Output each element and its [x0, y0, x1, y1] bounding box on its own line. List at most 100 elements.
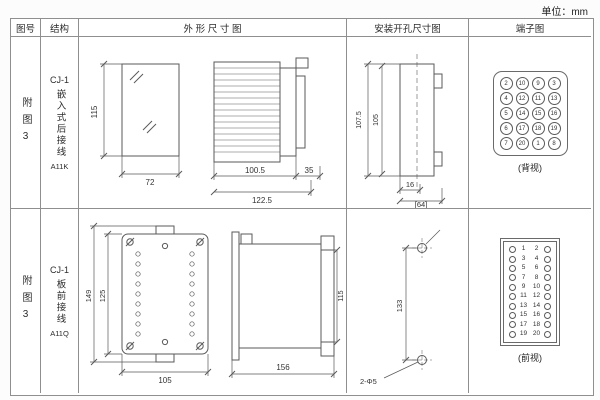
terminal-screw-icon	[544, 255, 551, 263]
terminal-screw-icon	[544, 246, 551, 254]
header-label: 结构	[49, 23, 69, 35]
terminal-screw-icon	[509, 283, 516, 291]
terminal-circle: 17	[515, 122, 529, 135]
col-header-figure-no: 图号	[11, 19, 41, 37]
dim-hole-spacing: 133	[395, 300, 404, 313]
terminal-number: 14	[532, 301, 541, 309]
terminal-number: 5	[521, 264, 526, 272]
install-drawing-cell-row1: 107.5 105 16 [64]	[347, 37, 469, 209]
terminal-number: 15	[519, 311, 528, 319]
terminal-number: 9	[521, 283, 526, 291]
front-view-dimensions	[89, 222, 211, 376]
terminal-screw-icon	[509, 330, 516, 338]
outline-drawing-cell-row1: 115 72 100.5 35 122.5	[79, 37, 347, 209]
terminal-circle: 4	[499, 92, 513, 105]
view-label-rear: (背视)	[518, 163, 542, 173]
cutout-shape	[399, 53, 442, 188]
terminal-screw-icon	[544, 330, 551, 338]
terminal-row: 11 12	[509, 292, 551, 301]
terminal-number: 18	[532, 320, 541, 328]
terminal-screw-icon	[544, 321, 551, 329]
terminal-screw-icon	[509, 302, 516, 310]
dim-hole-height-inner: 105	[373, 114, 380, 126]
col-header-outline: 外 形 尺 寸 图	[79, 19, 347, 37]
terminal-circle: 2	[499, 77, 513, 90]
dim-front-height-outer: 149	[84, 290, 93, 303]
terminal-screw-icon	[544, 265, 551, 273]
terminal-screw-icon	[544, 283, 551, 291]
terminal-circle: 5	[499, 107, 513, 120]
terminal-circle: 8	[547, 137, 561, 150]
install-hole-drawing-front: 133 2-Φ5	[360, 229, 440, 386]
terminal-number: 3	[521, 254, 526, 262]
col-header-terminal: 端子图	[469, 19, 591, 37]
model-label: CJ-1	[49, 74, 69, 85]
terminal-screw-icon	[544, 302, 551, 310]
dim-side-width2: 122.5	[251, 196, 272, 205]
outline-drawing-rear-wiring: 115 72 100.5 35 122.5	[90, 57, 323, 205]
terminal-circle: 11	[531, 92, 545, 105]
side-view	[213, 57, 308, 162]
side-view-dimensions	[210, 155, 323, 196]
terminal-number: 19	[519, 330, 528, 337]
terminal-number: 8	[534, 273, 539, 281]
terminal-number: 20	[532, 330, 541, 337]
terminal-number: 17	[519, 320, 528, 328]
model-code-label: A11Q	[50, 328, 69, 338]
dim-side-depth: 35	[304, 166, 313, 175]
dim-hole-width-small: 16	[405, 180, 413, 189]
terminal-circle: 19	[547, 122, 561, 135]
figure-no-cell-row1: 附图3	[11, 37, 41, 209]
figure-no: 附图3	[20, 275, 31, 327]
dim-front-height: 115	[90, 105, 99, 118]
terminal-circle: 3	[547, 77, 561, 90]
col-header-install: 安装开孔尺寸图	[347, 19, 469, 37]
model-code-label: A11K	[50, 161, 69, 171]
figure-no: 附图3	[20, 96, 31, 149]
front-view	[121, 225, 208, 363]
terminal-number: 7	[521, 273, 526, 281]
header-label: 安装开孔尺寸图	[374, 23, 441, 35]
hole-size-label: 2-Φ5	[360, 377, 377, 386]
dim-hole-height-outer: 107.5	[356, 111, 363, 129]
terminal-number: 6	[534, 264, 539, 272]
front-view	[121, 63, 179, 156]
dim-front-width: 72	[145, 178, 154, 187]
terminal-number: 1	[521, 245, 526, 253]
terminal-number: 11	[520, 292, 527, 300]
dim-front-width: 105	[158, 376, 172, 385]
col-header-structure: 结构	[41, 19, 79, 37]
structure-cell-row1: CJ-1 嵌入式后接线 A11K	[41, 37, 79, 209]
terminal-number: 12	[532, 292, 541, 300]
terminal-screw-icon	[544, 311, 551, 319]
side-view	[231, 231, 334, 361]
dim-hole-width-bracket: [64]	[414, 200, 427, 208]
terminal-circle: 1	[531, 137, 545, 150]
cutout-dimensions	[363, 60, 445, 204]
terminal-circle: 16	[547, 107, 561, 120]
header-label: 图号	[15, 23, 35, 35]
terminal-circle: 14	[515, 107, 529, 120]
terminal-circle: 7	[499, 137, 513, 150]
terminal-circle: 13	[547, 92, 561, 105]
terminal-screw-icon	[509, 255, 516, 263]
install-hole-drawing-rear: 107.5 105 16 [64]	[356, 53, 445, 208]
terminal-diagram-rear: 2 10 9 3 4 12 11 13 5 14 15 16 6 17 18 1…	[492, 71, 568, 156]
terminal-circle: 15	[531, 107, 545, 120]
outline-drawing-cell-row2: 149 125 105 156 115	[79, 209, 347, 393]
terminal-circle: 12	[515, 92, 529, 105]
front-view-dimensions	[99, 60, 182, 178]
terminal-cell-row1: 2 10 9 3 4 12 11 13 5 14 15 16 6 17 18 1…	[469, 37, 591, 209]
mounting-type-label: 嵌入式后接线	[54, 88, 66, 158]
dimension-table: 图号 结构 外 形 尺 寸 图 安装开孔尺寸图 端子图 附图3 CJ-1 嵌入式…	[10, 18, 594, 396]
